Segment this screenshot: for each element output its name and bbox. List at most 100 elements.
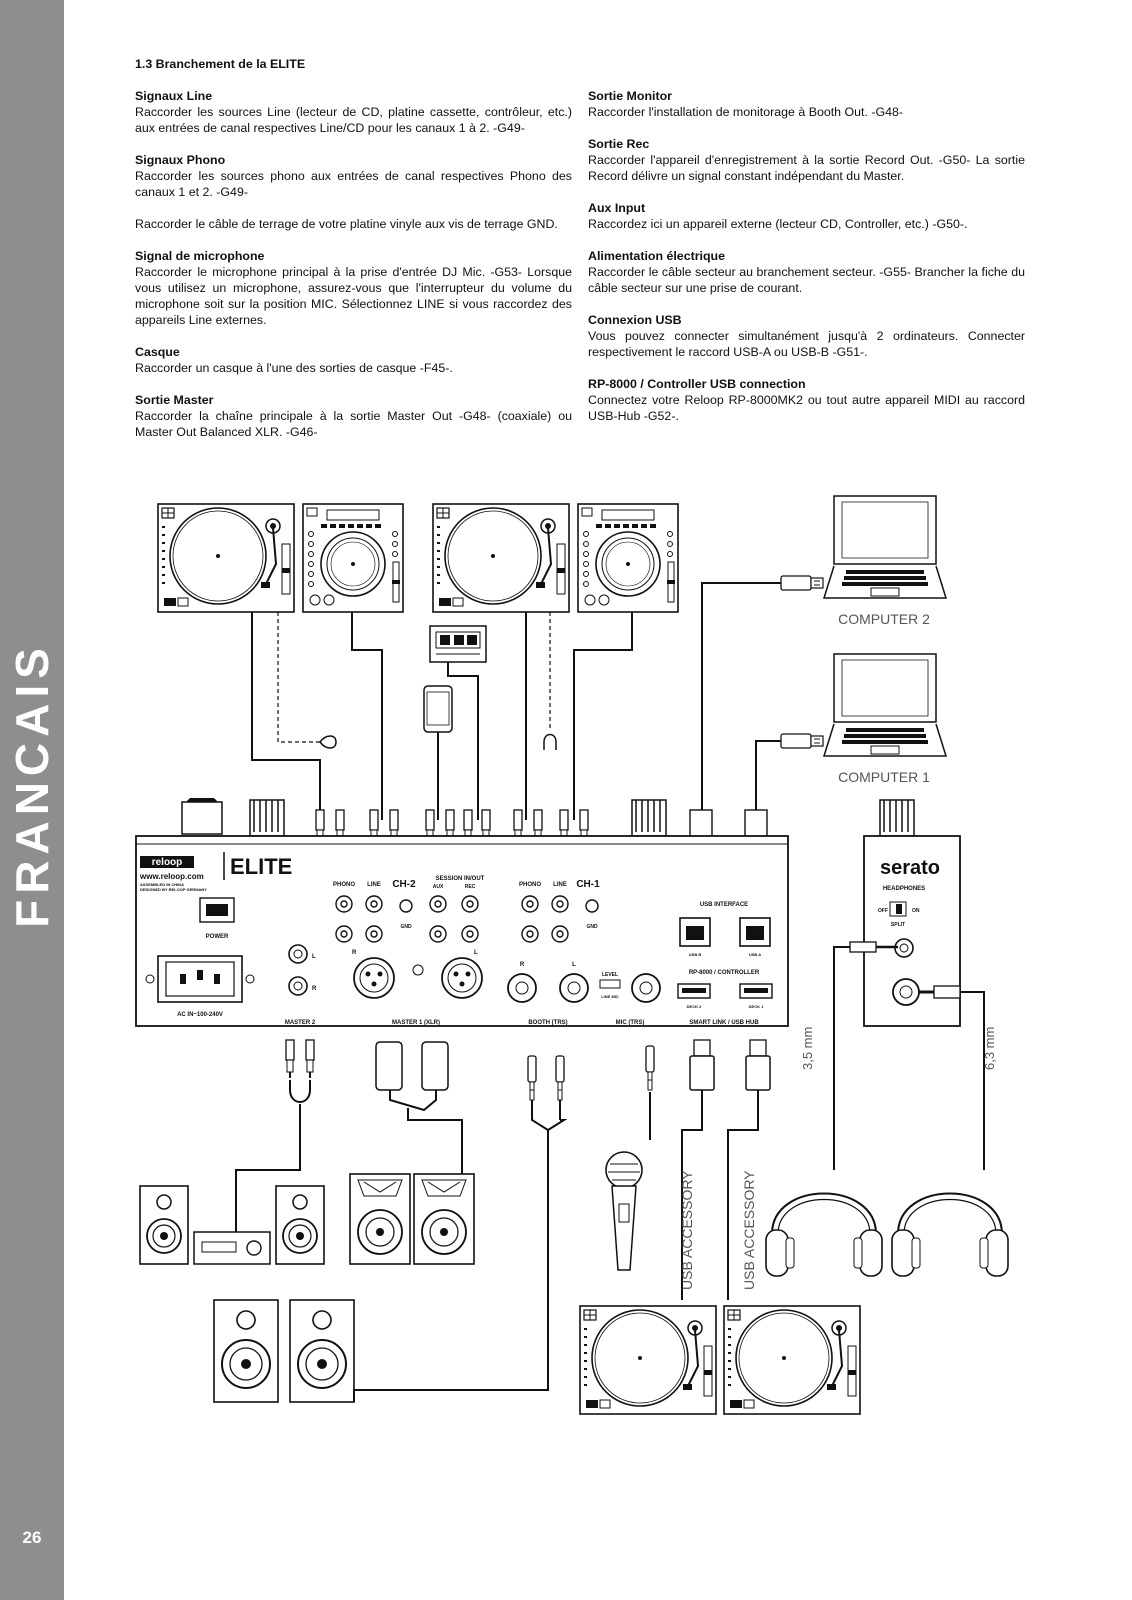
amplifier-icon bbox=[193, 1231, 271, 1265]
language-label: FRANCAIS bbox=[6, 642, 58, 928]
split-off-label: OFF bbox=[878, 908, 888, 914]
computer-2-icon bbox=[823, 495, 947, 599]
elite-model-logo: ELITE bbox=[230, 854, 292, 879]
ac-in-label: AC IN~100-240V bbox=[177, 1012, 223, 1018]
usb-b-label: USB B bbox=[689, 952, 702, 957]
section-text: Raccorder le câble secteur au branchemen… bbox=[588, 265, 1025, 295]
xlr-r-label: R bbox=[352, 950, 357, 956]
website-label: www.reloop.com bbox=[139, 872, 204, 881]
microphone-icon bbox=[605, 1151, 643, 1271]
section-heading: Sortie Monitor bbox=[588, 89, 672, 103]
mic-label: MIC (TRS) bbox=[616, 1020, 645, 1026]
language-sidebar: FRANCAIS 26 bbox=[0, 0, 64, 1600]
headphones-right-icon bbox=[891, 1192, 1009, 1277]
home-speaker-right-icon bbox=[275, 1185, 325, 1265]
split-on-label: ON bbox=[912, 908, 920, 914]
usb-plug-computer-2-icon bbox=[780, 575, 824, 591]
section-heading: Signal de microphone bbox=[135, 249, 265, 263]
section-heading: Casque bbox=[135, 345, 180, 359]
master1-label: MASTER 1 (XLR) bbox=[392, 1020, 440, 1026]
computer-2-label: COMPUTER 2 bbox=[838, 611, 930, 627]
rec-label: REC bbox=[465, 884, 476, 890]
master2-l-label: L bbox=[312, 954, 316, 960]
section-heading: Connexion USB bbox=[588, 313, 682, 327]
section-text: Raccorder le microphone principal à la p… bbox=[135, 265, 572, 327]
mixer-rear-panel: reloop ELITE www.reloop.com ASSEMBLED IN… bbox=[135, 835, 789, 1027]
top-cables bbox=[251, 582, 781, 820]
section-heading: Sortie Rec bbox=[588, 137, 650, 151]
section-text: Raccorder la chaîne principale à la sort… bbox=[135, 409, 572, 439]
turntable-ch1-icon bbox=[432, 503, 570, 613]
rp8000-deck1-icon bbox=[723, 1305, 861, 1415]
pa-speaker-right-icon bbox=[413, 1173, 475, 1265]
xlr-plugs-icon bbox=[375, 1041, 449, 1091]
master2-label: MASTER 2 bbox=[285, 1020, 316, 1026]
level-label: LEVEL bbox=[602, 972, 618, 978]
usb-accessory-label-2: USB ACCESSORY bbox=[741, 1170, 757, 1290]
section-text: Vous pouvez connecter simultanément jusq… bbox=[588, 329, 1025, 359]
ground-cables bbox=[277, 612, 551, 743]
smartphone-icon bbox=[423, 685, 453, 733]
section-heading: Aux Input bbox=[588, 201, 646, 215]
session-label: SESSION IN/OUT bbox=[436, 876, 485, 882]
section-usb: Connexion USB Vous pouvez connecter simul… bbox=[588, 312, 1025, 360]
turntable-ch2-icon bbox=[157, 503, 295, 613]
usb-a-plugs-icon bbox=[689, 1039, 771, 1091]
pa-speaker-left-icon bbox=[349, 1173, 411, 1265]
jack-63-label: 6,3 mm bbox=[982, 1027, 997, 1070]
rp8000-label: RP-8000 / CONTROLLER bbox=[689, 970, 760, 976]
booth-label: BOOTH (TRS) bbox=[528, 1020, 567, 1026]
ch1-gnd-label: GND bbox=[586, 924, 598, 930]
assembled-label: ASSEMBLED IN CHINA bbox=[140, 882, 184, 887]
cassette-deck-icon bbox=[429, 625, 487, 663]
section-title: 1.3 Branchement de la ELITE bbox=[135, 57, 306, 71]
mic-jack-plug-icon bbox=[645, 1045, 655, 1091]
home-speaker-left-icon bbox=[139, 1185, 189, 1265]
section-text: Raccordez ici un appareil externe (lecte… bbox=[588, 217, 968, 231]
section-heading: RP-8000 / Controller USB connection bbox=[588, 377, 806, 391]
computer-1-label: COMPUTER 1 bbox=[838, 769, 930, 785]
ch2-phono-label: PHONO bbox=[333, 882, 355, 888]
connection-diagram-svg: COMPUTER 2 COMPUTER 1 bbox=[135, 495, 1009, 1415]
section-text: Raccorder l'appareil d'enregistrement à … bbox=[588, 153, 1025, 183]
master2-rca-plug-icon bbox=[285, 1039, 295, 1079]
cd-player-ch1-icon bbox=[577, 503, 679, 613]
section-text: Raccorder un casque à l'une des sorties … bbox=[135, 361, 453, 375]
section-heading: Alimentation électrique bbox=[588, 249, 726, 263]
headphone-jacks bbox=[833, 941, 985, 1170]
designed-label: DESIGNED BY RELOOP GERMANY bbox=[140, 887, 207, 892]
reloop-logo: reloop bbox=[152, 857, 183, 868]
section-text: Raccorder les sources Line (lecteur de C… bbox=[135, 105, 572, 135]
connection-diagram: COMPUTER 2 COMPUTER 1 bbox=[64, 480, 1132, 1480]
rp8000-deck2-icon bbox=[579, 1305, 717, 1415]
section-text: Raccorder l'installation de monitorage à… bbox=[588, 105, 904, 119]
booth-monitor-right-icon bbox=[289, 1299, 355, 1403]
section-text: Connectez votre Reloop RP-8000MK2 ou tou… bbox=[588, 393, 1025, 423]
deck2-label: DECK 2 bbox=[687, 1004, 702, 1009]
aux-label: AUX bbox=[433, 884, 444, 890]
left-column: 1.3 Branchement de la ELITE Signaux Line… bbox=[135, 56, 572, 456]
cd-player-ch2-icon bbox=[302, 503, 404, 613]
computer-1-icon bbox=[823, 653, 947, 757]
booth-monitor-left-icon bbox=[213, 1299, 279, 1403]
ch2-gnd-label: GND bbox=[400, 924, 412, 930]
booth-l-label: L bbox=[572, 962, 576, 968]
ground-forks bbox=[319, 733, 557, 750]
usb-a-label: USB A bbox=[749, 952, 761, 957]
mixer-front-panel: serato HEADPHONES OFF ON SPLIT bbox=[863, 835, 961, 1027]
usb-accessory-label-1: USB ACCESSORY bbox=[679, 1170, 695, 1290]
headphones-label: HEADPHONES bbox=[883, 886, 925, 892]
xlr-l-label: L bbox=[474, 950, 478, 956]
ch1-phono-label: PHONO bbox=[519, 882, 541, 888]
smart-link-label: SMART LINK / USB HUB bbox=[689, 1020, 759, 1026]
ch2-line-label: LINE bbox=[367, 882, 381, 888]
booth-jack-plug-icon bbox=[527, 1055, 537, 1101]
bottom-cables bbox=[235, 1080, 759, 1300]
power-label: POWER bbox=[206, 934, 229, 940]
